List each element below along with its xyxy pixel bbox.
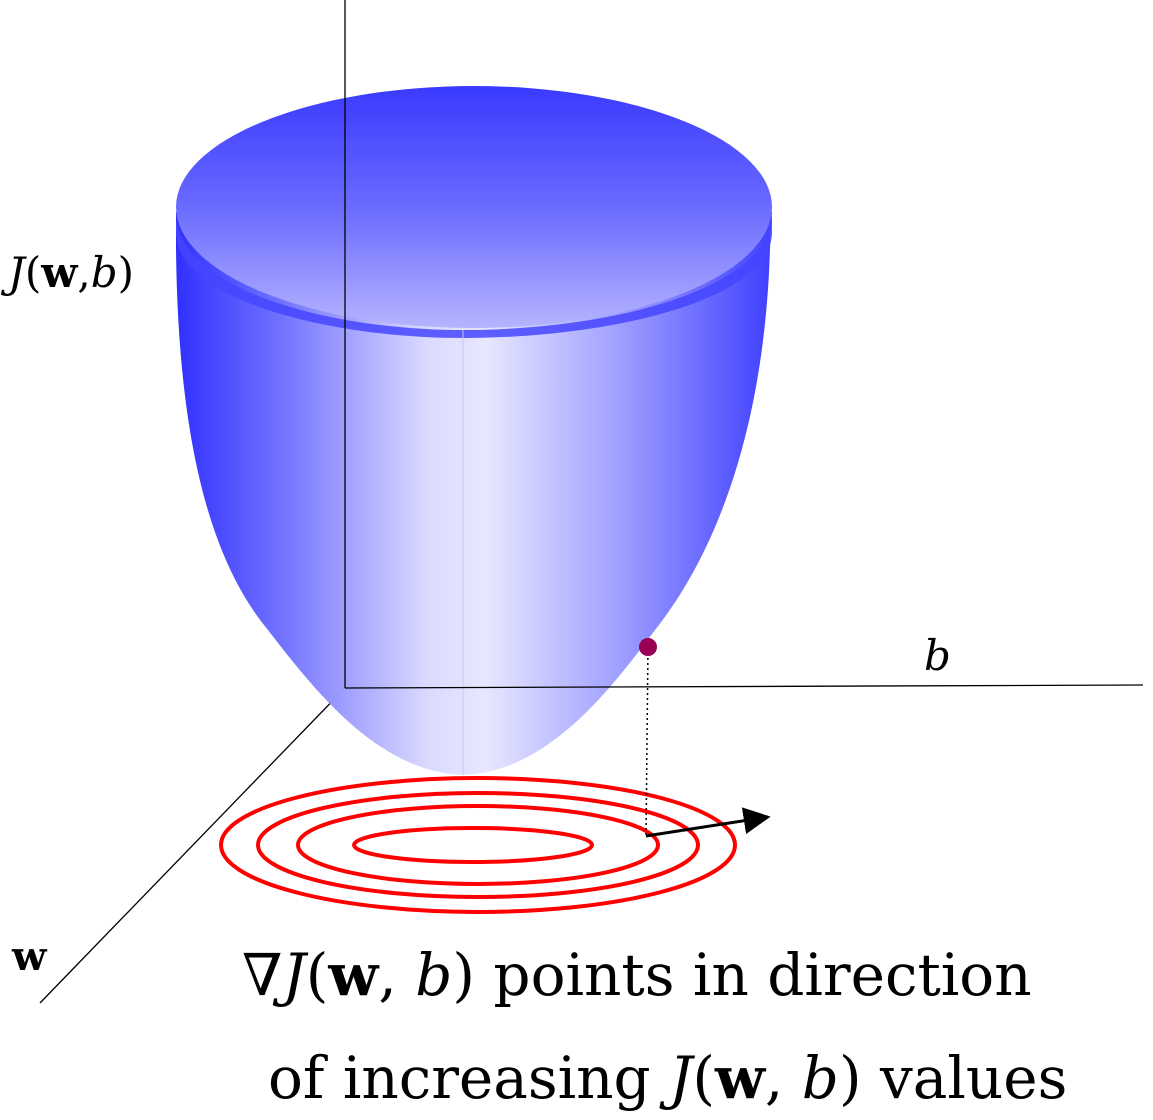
cost-surface-bowl xyxy=(176,212,772,775)
w-axis xyxy=(39,687,346,1004)
b-axis xyxy=(344,684,1144,689)
cost-surface-rim xyxy=(176,86,772,328)
surface-point xyxy=(639,638,657,656)
w-axis-label: w xyxy=(11,933,48,980)
gradient-arrow xyxy=(645,807,771,838)
caption-line-1: ∇J(w, b) points in direction xyxy=(242,941,1032,1009)
contour-ellipse-inner xyxy=(352,826,594,864)
contour-ellipse-3 xyxy=(256,791,700,899)
contour-lines xyxy=(219,776,737,914)
projection-line xyxy=(645,647,649,837)
caption-line-2: of increasing J(w, b) values xyxy=(268,1044,1067,1112)
j-axis-label: J(w,b) xyxy=(0,248,134,297)
contour-ellipse-outer xyxy=(219,776,737,914)
b-axis-label: b xyxy=(924,631,951,680)
contour-ellipse-2 xyxy=(296,804,660,886)
